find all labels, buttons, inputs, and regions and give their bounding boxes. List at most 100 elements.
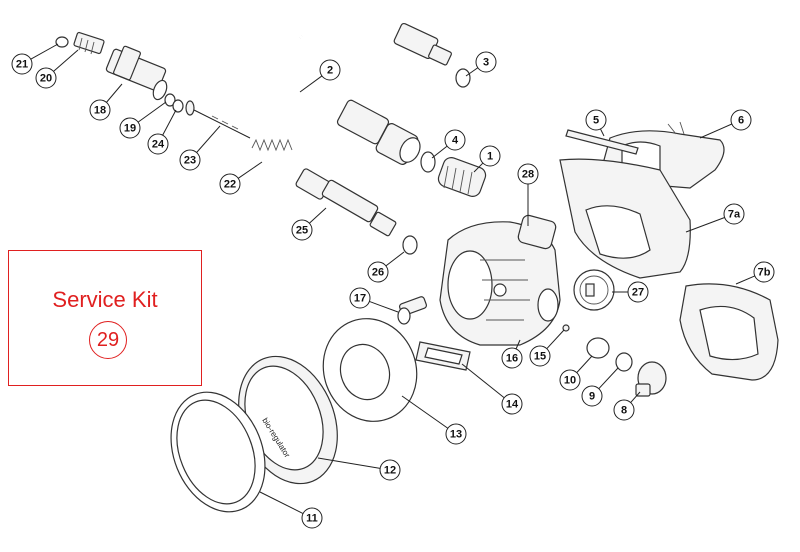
- service-kit-title: Service Kit: [52, 287, 158, 312]
- callout-label: 26: [372, 267, 384, 279]
- callout-circle: [89, 99, 111, 121]
- part-oring-21: [55, 36, 69, 48]
- part-oring-4: [420, 151, 436, 173]
- callout-18: 18: [89, 99, 111, 121]
- part-lever-17: [397, 296, 428, 325]
- callout-circle: [723, 203, 745, 225]
- leader-17: [369, 300, 399, 313]
- callout-label: 10: [564, 375, 576, 387]
- leader-22: [237, 161, 263, 179]
- callout-circle: [501, 347, 523, 369]
- callout-label: 13: [450, 429, 462, 441]
- callout-24: 24: [147, 133, 169, 155]
- callout-25: 25: [291, 219, 313, 241]
- callout-label: 20: [40, 73, 52, 85]
- callout-26: 26: [367, 261, 389, 283]
- callout-label: 4: [452, 135, 459, 147]
- leader-14: [461, 363, 505, 399]
- callout-circle: [119, 117, 141, 139]
- part-ring-11: [170, 391, 266, 513]
- callout-7a: 7a: [723, 203, 745, 225]
- callout-circle: [379, 459, 401, 481]
- callout-16: 16: [501, 347, 523, 369]
- leader-18: [106, 83, 123, 103]
- part-diaphragm-13: [322, 318, 418, 422]
- callout-circle: [444, 129, 466, 151]
- callout-label: 2: [327, 65, 333, 77]
- callout-label: 9: [589, 391, 595, 403]
- part-bracket-14: [415, 341, 471, 371]
- part-valve-tube-25: [295, 168, 397, 237]
- callout-label: 23: [184, 155, 196, 167]
- callout-label: 14: [506, 399, 519, 411]
- callout-circle: [219, 173, 241, 195]
- leader-20: [53, 49, 79, 72]
- callout-15: 15: [529, 345, 551, 367]
- callout-label: 3: [483, 57, 489, 69]
- callout-circle: [291, 219, 313, 241]
- leader-4: [431, 145, 448, 159]
- callout-circle: [319, 59, 341, 81]
- callout-circle: [517, 163, 539, 185]
- part-spring-cap: [437, 157, 487, 197]
- callout-label: 6: [738, 115, 744, 127]
- callout-19: 19: [119, 117, 141, 139]
- callout-9: 9: [581, 385, 603, 407]
- callout-label: 17: [354, 293, 366, 305]
- leader-lines: [30, 43, 756, 514]
- leader-19: [137, 101, 167, 123]
- callout-20: 20: [35, 67, 57, 89]
- part-deflector-7a: [559, 158, 691, 279]
- leader-26: [385, 251, 405, 267]
- callout-13: 13: [445, 423, 467, 445]
- part-oring-19: [164, 93, 176, 107]
- callout-circle: [730, 109, 752, 131]
- callout-8: 8: [613, 399, 635, 421]
- callout-label: 28: [522, 169, 534, 181]
- leader-8: [630, 391, 641, 403]
- callout-11: 11: [301, 507, 323, 529]
- callout-label: 27: [632, 287, 644, 299]
- leader-6: [699, 123, 733, 139]
- callout-7b: 7b: [753, 261, 775, 283]
- leader-1: [473, 162, 484, 173]
- callout-14: 14: [501, 393, 523, 415]
- callout-circle: [147, 133, 169, 155]
- callout-label: 15: [534, 351, 546, 363]
- callout-circle: [475, 51, 497, 73]
- callout-label: 24: [152, 139, 165, 151]
- callout-circle: [349, 287, 371, 309]
- leader-13: [401, 395, 449, 429]
- leader-7b: [735, 275, 756, 285]
- callout-label: 25: [296, 225, 308, 237]
- callout-circle: [753, 261, 775, 283]
- leader-3: [465, 67, 479, 77]
- callout-circle: [581, 385, 603, 407]
- callout-5: 5: [585, 109, 607, 131]
- leader-23: [196, 125, 221, 153]
- callout-circle: [627, 281, 649, 303]
- callout-label: 11: [306, 513, 318, 525]
- callout-label: 1: [487, 151, 493, 163]
- callout-28: 28: [517, 163, 539, 185]
- callout-circle: [367, 261, 389, 283]
- callout-label: 7a: [728, 209, 741, 221]
- part-washer-10: [586, 337, 610, 359]
- part-inlet-body-18: [105, 45, 168, 101]
- leader-25: [309, 207, 327, 224]
- callout-23: 23: [179, 149, 201, 171]
- part-case-28: [439, 214, 561, 346]
- part-tie-strap-5: [565, 129, 639, 155]
- callout-circle: [445, 423, 467, 445]
- callout-label: 18: [94, 105, 106, 117]
- part-fitting-20: [73, 31, 105, 55]
- callout-21: 21: [11, 53, 33, 75]
- leader-2: [299, 75, 323, 93]
- callout-label: 5: [593, 115, 599, 127]
- callout-circle: [301, 507, 323, 529]
- callout-circle: [585, 109, 607, 131]
- part-exhaust-valve-27: [573, 269, 615, 311]
- callout-2: 2: [319, 59, 341, 81]
